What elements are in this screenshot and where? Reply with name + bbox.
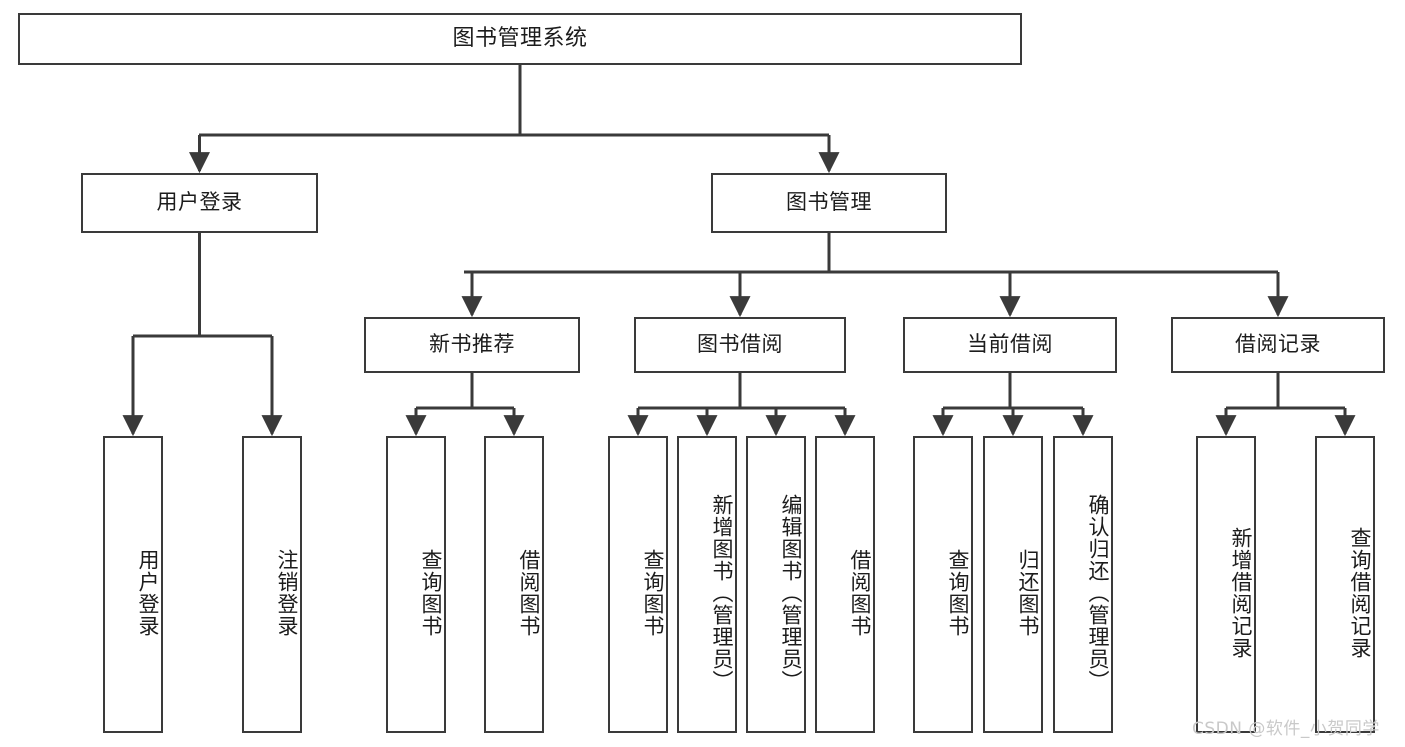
node-leaf-confirm[interactable]: 确认归还（管理员） (1053, 436, 1113, 733)
node-label: 新增借阅记录 (1229, 526, 1253, 659)
node-label: 新增图书（管理员） (710, 493, 734, 692)
node-leaf-query-record[interactable]: 查询借阅记录 (1315, 436, 1375, 733)
node-user-login[interactable]: 用户登录 (81, 173, 318, 233)
node-leaf-add-book[interactable]: 新增图书（管理员） (677, 436, 737, 733)
node-new-book-rec[interactable]: 新书推荐 (364, 317, 580, 373)
node-label: 确认归还（管理员） (1086, 493, 1110, 692)
node-label: 图书管理 (786, 190, 872, 215)
node-leaf-edit-book[interactable]: 编辑图书（管理员） (746, 436, 806, 733)
node-leaf-query-2[interactable]: 查询图书 (608, 436, 668, 733)
node-label: 注销登录 (275, 548, 299, 637)
node-label: 图书管理系统 (452, 25, 588, 51)
node-leaf-add-record[interactable]: 新增借阅记录 (1196, 436, 1256, 733)
node-label: 用户登录 (136, 548, 160, 637)
node-label: 查询图书 (419, 548, 443, 637)
node-leaf-query-1[interactable]: 查询图书 (386, 436, 446, 733)
node-label: 借阅图书 (848, 548, 872, 637)
node-leaf-return[interactable]: 归还图书 (983, 436, 1043, 733)
node-label: 图书借阅 (697, 332, 783, 357)
node-book-manage[interactable]: 图书管理 (711, 173, 947, 233)
node-label: 用户登录 (156, 190, 243, 215)
node-label: 新书推荐 (429, 332, 515, 357)
node-label: 查询图书 (946, 548, 970, 637)
node-label: 借阅图书 (517, 548, 541, 637)
node-label: 借阅记录 (1235, 332, 1321, 357)
node-book-borrow[interactable]: 图书借阅 (634, 317, 846, 373)
node-leaf-borrow-1[interactable]: 借阅图书 (484, 436, 544, 733)
node-leaf-borrow-2[interactable]: 借阅图书 (815, 436, 875, 733)
node-leaf-logout[interactable]: 注销登录 (242, 436, 302, 733)
node-label: 归还图书 (1016, 548, 1040, 637)
node-label: 编辑图书（管理员） (779, 493, 803, 692)
node-leaf-query-3[interactable]: 查询图书 (913, 436, 973, 733)
node-label: 查询借阅记录 (1348, 526, 1372, 659)
node-root[interactable]: 图书管理系统 (18, 13, 1022, 65)
node-label: 当前借阅 (967, 332, 1053, 357)
node-current-borrow[interactable]: 当前借阅 (903, 317, 1117, 373)
node-label: 查询图书 (641, 548, 665, 637)
csdn-watermark: CSDN @软件_小贺同学 (1192, 719, 1380, 739)
node-borrow-record[interactable]: 借阅记录 (1171, 317, 1385, 373)
node-leaf-user-login[interactable]: 用户登录 (103, 436, 163, 733)
